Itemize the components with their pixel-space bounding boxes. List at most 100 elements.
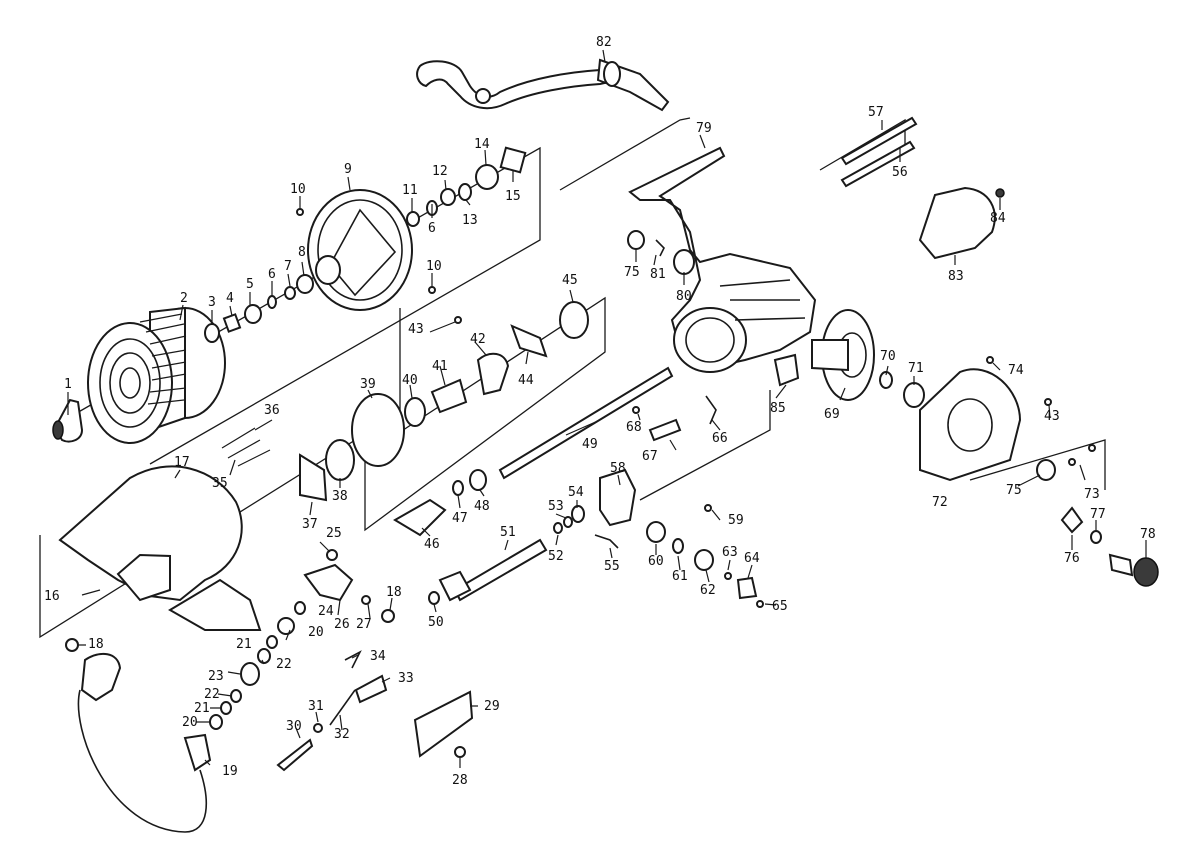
callout-47: 47 — [452, 511, 468, 526]
spool-ring-2 — [109, 352, 151, 414]
washer-20-lower — [209, 714, 223, 730]
side-plate-bore — [947, 398, 993, 452]
washer-61 — [672, 538, 684, 554]
callout-72: 72 — [932, 495, 948, 510]
bearing-60 — [646, 521, 666, 543]
callout-73: 73 — [1084, 487, 1100, 502]
callout-42: 42 — [470, 332, 486, 347]
callout-79: 79 — [696, 121, 712, 136]
callout-13: 13 — [462, 213, 478, 228]
washer-50 — [428, 591, 440, 605]
callout-84: 84 — [990, 211, 1006, 226]
callout-60: 60 — [648, 554, 664, 569]
spool-line-wraps — [139, 313, 187, 405]
callout-8: 8 — [298, 245, 306, 260]
callout-80: 80 — [676, 289, 692, 304]
callout-61: 61 — [672, 569, 688, 584]
callout-21-upper: 21 — [236, 637, 252, 652]
callout-3: 3 — [208, 295, 216, 310]
callout-6b: 6 — [428, 221, 436, 236]
callout-46: 46 — [424, 537, 440, 552]
callout-75-right: 75 — [1006, 483, 1022, 498]
callout-19: 19 — [222, 764, 238, 779]
callout-51: 51 — [500, 525, 516, 540]
callout-5: 5 — [246, 277, 254, 292]
callout-33: 33 — [398, 671, 414, 686]
callout-30: 30 — [286, 719, 302, 734]
washer-75-right — [1036, 459, 1056, 481]
callout-83: 83 — [948, 269, 964, 284]
main-shaft-49 — [498, 366, 674, 480]
callout-6: 6 — [268, 267, 276, 282]
callout-22-upper: 22 — [276, 657, 292, 672]
callout-4: 4 — [226, 291, 234, 306]
callout-1: 1 — [64, 377, 72, 392]
pinion-46 — [393, 498, 447, 537]
callout-76: 76 — [1064, 551, 1080, 566]
washer-70 — [879, 371, 893, 389]
washer-52 — [553, 522, 563, 534]
reel-body-front-ring — [673, 307, 747, 373]
callout-67: 67 — [642, 449, 658, 464]
bearing-71 — [903, 382, 925, 408]
screw-73-b — [1088, 444, 1096, 452]
callout-40: 40 — [402, 373, 418, 388]
washer-24 — [294, 601, 306, 615]
plate-37 — [299, 453, 328, 502]
bearing-54 — [571, 505, 585, 523]
reel-body-frame — [628, 146, 817, 372]
bail-holder-19 — [183, 733, 212, 772]
bushing-62 — [694, 549, 714, 571]
bail-holder — [80, 652, 122, 702]
callout-48: 48 — [474, 499, 490, 514]
side-plate-body — [919, 368, 1022, 482]
callout-14: 14 — [474, 137, 490, 152]
pin-63 — [724, 572, 732, 580]
callout-26: 26 — [334, 617, 350, 632]
rotor — [307, 189, 413, 311]
reel-body-front-bore — [685, 317, 735, 363]
callout-38: 38 — [332, 489, 348, 504]
bearing-22-lower — [230, 689, 242, 703]
clip-6 — [267, 295, 277, 309]
bail-trip-group — [276, 650, 474, 772]
plate-64 — [736, 576, 758, 600]
reel-body-ribs — [719, 279, 806, 321]
ring-38 — [325, 439, 355, 481]
leader-lines — [67, 49, 1147, 768]
bracket-sideplate-group — [969, 439, 1106, 490]
screw-43 — [454, 316, 462, 324]
callout-43-right: 43 — [1044, 409, 1060, 424]
bracket-oscillation-group — [639, 390, 771, 501]
callout-18-right: 18 — [386, 585, 402, 600]
spring-34 — [344, 650, 362, 669]
bearing-13 — [458, 183, 472, 201]
handle-knob-pin — [475, 88, 491, 104]
callout-9: 9 — [344, 162, 352, 177]
bracket-rods-group — [819, 118, 906, 171]
callout-29: 29 — [484, 699, 500, 714]
washer-53 — [563, 516, 573, 528]
washer-47 — [452, 480, 464, 496]
pin-68 — [632, 406, 640, 414]
washer-20-upper — [277, 617, 295, 635]
rod-56 — [840, 140, 916, 188]
knob-78 — [1133, 557, 1159, 587]
callout-27: 27 — [356, 617, 372, 632]
washer-11 — [406, 211, 420, 227]
callout-21-lower: 21 — [194, 701, 210, 716]
callout-15: 15 — [505, 189, 521, 204]
callout-36: 36 — [264, 403, 280, 418]
collar-21-lower — [220, 701, 232, 715]
drive-gear — [811, 309, 875, 401]
callout-43: 43 — [408, 322, 424, 337]
callout-69: 69 — [824, 407, 840, 422]
callout-74: 74 — [1008, 363, 1024, 378]
callout-34: 34 — [370, 649, 386, 664]
clip-81 — [655, 239, 665, 257]
callout-70: 70 — [880, 349, 896, 364]
washer-12 — [440, 188, 456, 206]
washer-8 — [296, 274, 314, 294]
side-plate-parts — [986, 356, 1159, 587]
